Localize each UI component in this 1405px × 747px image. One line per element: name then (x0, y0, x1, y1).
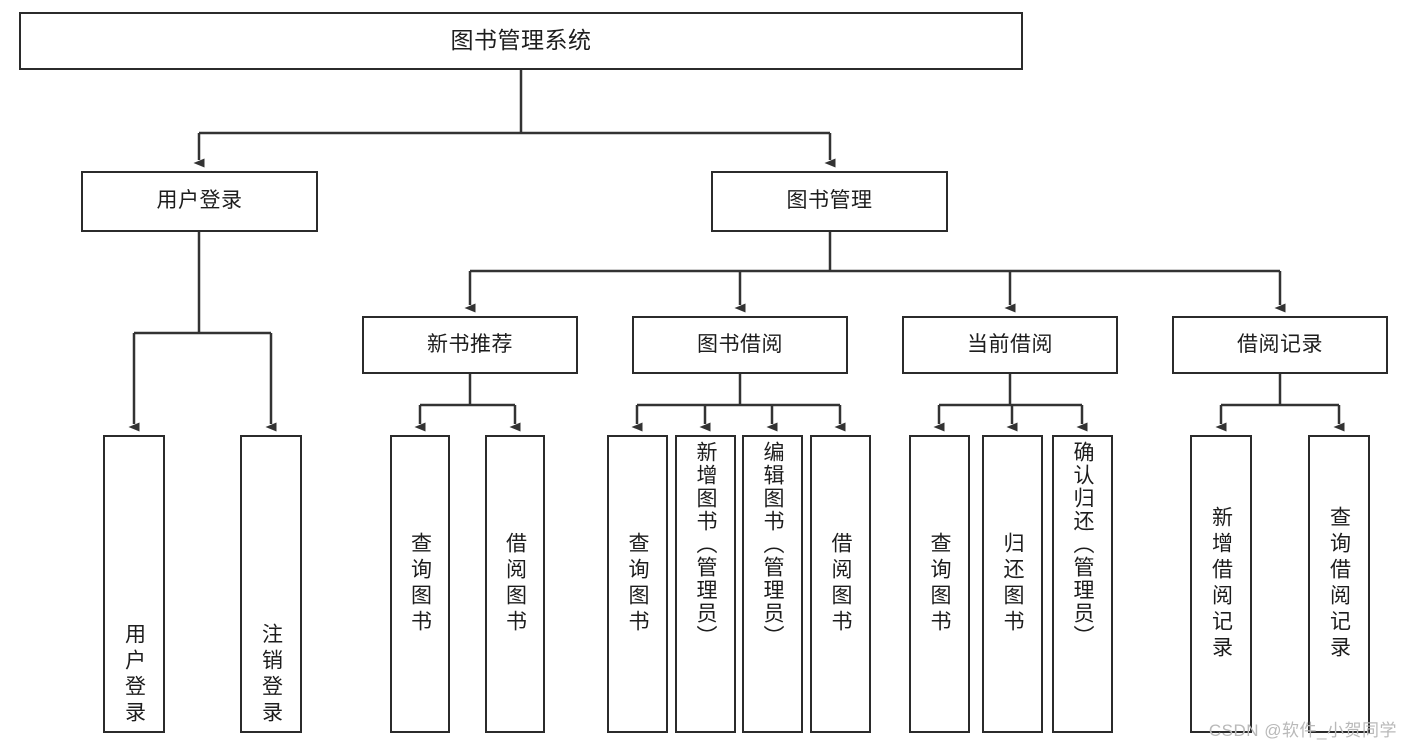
node-label: 图书管理 (786, 189, 873, 213)
node-label: 编辑图书（管理员） (761, 441, 784, 648)
node-leaf-borrow-book[interactable]: 借阅图书 (810, 435, 871, 733)
node-leaf-query-book-recommend[interactable]: 查询图书 (390, 435, 450, 733)
node-label: 新书推荐 (427, 332, 513, 356)
node-label: 查询借阅记录 (1327, 506, 1351, 662)
node-leaf-query-borrow-record[interactable]: 查询借阅记录 (1308, 435, 1370, 733)
node-new-book-recommend[interactable]: 新书推荐 (362, 316, 578, 374)
node-label: 新增借阅记录 (1209, 506, 1233, 662)
node-label: 借阅记录 (1237, 332, 1323, 356)
node-leaf-add-book-admin[interactable]: 新增图书（管理员） (675, 435, 736, 733)
node-current-borrow[interactable]: 当前借阅 (902, 316, 1118, 374)
node-borrow-record[interactable]: 借阅记录 (1172, 316, 1388, 374)
node-label: 查询图书 (408, 532, 432, 636)
node-label: 新增图书（管理员） (694, 441, 717, 648)
node-label: 图书借阅 (697, 332, 783, 356)
node-leaf-user-login[interactable]: 用户登录 (103, 435, 165, 733)
node-leaf-return-book[interactable]: 归还图书 (982, 435, 1043, 733)
node-label: 用户登录 (156, 189, 243, 213)
node-label: 确认归还（管理员） (1071, 441, 1094, 648)
node-label: 注销登录 (259, 623, 283, 727)
node-label: 用户登录 (122, 623, 146, 727)
node-label: 查询图书 (626, 532, 649, 636)
watermark-text: CSDN @软件_小贺同学 (1208, 721, 1397, 740)
node-label: 借阅图书 (503, 532, 527, 636)
node-user-login[interactable]: 用户登录 (81, 171, 318, 232)
node-label: 图书管理系统 (450, 27, 592, 54)
node-label: 查询图书 (928, 532, 951, 636)
node-leaf-edit-book-admin[interactable]: 编辑图书（管理员） (742, 435, 803, 733)
node-root-system[interactable]: 图书管理系统 (19, 12, 1023, 70)
node-leaf-add-borrow-record[interactable]: 新增借阅记录 (1190, 435, 1252, 733)
node-label: 当前借阅 (967, 332, 1053, 356)
node-leaf-query-book[interactable]: 查询图书 (607, 435, 668, 733)
node-leaf-confirm-return-admin[interactable]: 确认归还（管理员） (1052, 435, 1113, 733)
node-leaf-logout[interactable]: 注销登录 (240, 435, 302, 733)
node-label: 借阅图书 (829, 532, 852, 636)
node-leaf-query-book-current[interactable]: 查询图书 (909, 435, 970, 733)
node-book-management[interactable]: 图书管理 (711, 171, 948, 232)
node-book-borrow[interactable]: 图书借阅 (632, 316, 848, 374)
node-leaf-borrow-book-recommend[interactable]: 借阅图书 (485, 435, 545, 733)
node-label: 归还图书 (1001, 532, 1024, 636)
